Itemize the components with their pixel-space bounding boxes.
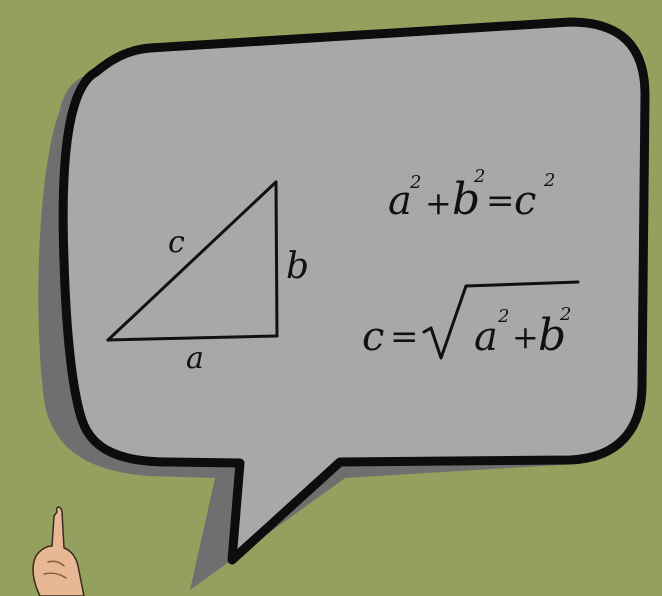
eq2-c: c bbox=[362, 314, 384, 360]
square-root-sign bbox=[422, 280, 580, 360]
eq2-equals: = bbox=[390, 317, 419, 357]
pythagorean-equation: a 2 + b 2 = c 2 bbox=[388, 166, 555, 225]
eq2-b-exponent: 2 bbox=[559, 304, 571, 325]
eq2-a-exponent: 2 bbox=[497, 306, 509, 327]
eq1-plus: + bbox=[425, 184, 452, 222]
eq1-a-exponent: 2 bbox=[409, 172, 421, 193]
label-a: a bbox=[186, 341, 204, 376]
eq1-b-exponent: 2 bbox=[473, 166, 485, 187]
hypotenuse-equation: c = a 2 + b 2 bbox=[362, 280, 580, 361]
triangle-side-b bbox=[274, 180, 279, 338]
speech-bubble bbox=[58, 17, 650, 565]
label-c: c bbox=[168, 225, 185, 260]
eq1-c: c bbox=[514, 178, 536, 224]
right-triangle bbox=[106, 180, 279, 342]
pointing-finger-icon bbox=[32, 506, 85, 596]
eq2-b: b bbox=[538, 310, 566, 361]
eq1-c-exponent: 2 bbox=[543, 170, 555, 191]
eq1-b: b bbox=[452, 174, 480, 225]
triangle-hypotenuse bbox=[106, 180, 278, 342]
eq2-a: a bbox=[474, 314, 498, 360]
triangle-side-a bbox=[106, 334, 279, 342]
label-b: b bbox=[286, 246, 309, 287]
eq1-equals: = bbox=[486, 181, 515, 221]
eq2-plus: + bbox=[512, 318, 539, 356]
hand-knuckle-lines bbox=[43, 560, 67, 579]
eq1-a: a bbox=[388, 178, 412, 224]
